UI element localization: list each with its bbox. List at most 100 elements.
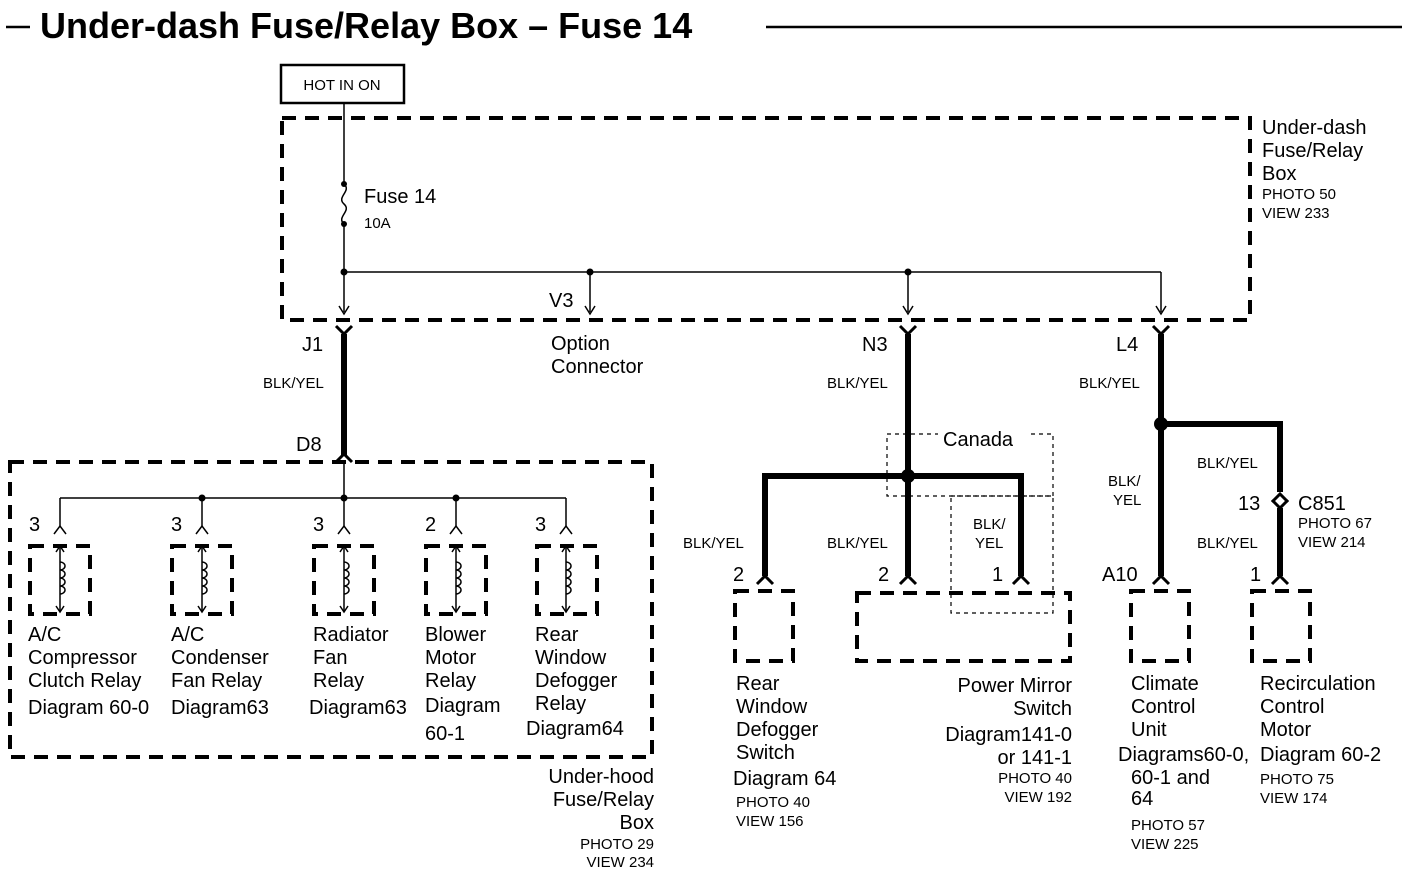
wire-climate-color-2: YEL <box>1113 492 1141 509</box>
relay-radiator-fan <box>312 498 376 616</box>
fuse-14-symbol <box>341 183 347 225</box>
terminal-l4: L4 <box>1116 334 1138 356</box>
climate-label-5: 60-1 and <box>1131 767 1210 789</box>
relay-5-label-1: Rear <box>535 624 579 646</box>
relay-3-label-1: Radiator <box>313 624 389 646</box>
relay-5-label-2: Window <box>535 647 607 669</box>
relay-4-label-3: Relay <box>425 670 476 692</box>
canada-region-bottom <box>950 495 1054 614</box>
wire-mirror-pin2-color: BLK/YEL <box>827 535 888 552</box>
mirror-photo: PHOTO 40 <box>998 770 1072 787</box>
mirror-view: VIEW 192 <box>1004 789 1072 806</box>
relay-2-label-3: Fan Relay <box>171 670 262 692</box>
relay-3-label-3: Relay <box>313 670 364 692</box>
recirculation-control-motor <box>1250 589 1312 663</box>
c851-name: C851 <box>1298 493 1346 515</box>
climate-view: VIEW 225 <box>1131 836 1199 853</box>
hot-in-on-box <box>279 63 406 105</box>
mirror-pin1-connector <box>1011 573 1031 586</box>
wire-mirror-pin1-color-1: BLK/ <box>973 516 1006 533</box>
relay-3-label-4: Diagram63 <box>309 697 407 719</box>
recirc-label-2: Control <box>1260 696 1324 718</box>
defog-switch-label-5: Diagram 64 <box>733 768 836 790</box>
defog-switch-label-4: Switch <box>736 742 795 764</box>
recirc-label-1: Recirculation <box>1260 673 1376 695</box>
j1-connector <box>334 324 354 337</box>
underhood-box-label-2: Fuse/Relay <box>553 789 654 811</box>
climate-label-3: Unit <box>1131 719 1167 741</box>
defog-switch-label-3: Defogger <box>736 719 819 741</box>
defog-switch-view: VIEW 156 <box>736 813 804 830</box>
c851-photo: PHOTO 67 <box>1298 515 1372 532</box>
defog-switch-pin: 2 <box>733 564 744 586</box>
relay-4-label-4: Diagram <box>425 695 501 717</box>
wire-c851-color: BLK/YEL <box>1197 455 1258 472</box>
recirc-view: VIEW 174 <box>1260 790 1328 807</box>
option-connector-label-2: Connector <box>551 356 644 378</box>
relay-5-label-3: Defogger <box>535 670 618 692</box>
relay-5-label-4: Relay <box>535 693 586 715</box>
defog-switch-connector <box>755 573 775 586</box>
mirror-label-3: Diagram141-0 <box>945 724 1072 746</box>
underdash-box-label-1: Under-dash <box>1262 117 1367 139</box>
relay-4-label-1: Blower <box>425 624 486 646</box>
defog-switch-label-1: Rear <box>736 673 780 695</box>
arrow-v3 <box>584 305 596 316</box>
defog-switch-photo: PHOTO 40 <box>736 794 810 811</box>
wire-canada-branch <box>762 473 1024 576</box>
fuse-name: Fuse 14 <box>364 186 436 208</box>
relay-5-label-5: Diagram64 <box>526 718 624 740</box>
diagram-title: Under-dash Fuse/Relay Box – Fuse 14 <box>40 5 692 46</box>
relay-ac-compressor <box>28 498 92 616</box>
terminal-a10: A10 <box>1102 564 1138 586</box>
c851-pin: 13 <box>1238 493 1260 515</box>
underhood-box-view: VIEW 234 <box>586 854 654 871</box>
mirror-pin-2: 2 <box>878 564 889 586</box>
wire-recirc-color: BLK/YEL <box>1197 535 1258 552</box>
relay-3-pin: 3 <box>313 514 324 536</box>
climate-label-6: 64 <box>1131 788 1153 810</box>
relay-2-label-2: Condenser <box>171 647 269 669</box>
l4-connector <box>1151 324 1171 337</box>
underdash-box-view: VIEW 233 <box>1262 205 1330 222</box>
rear-window-defogger-switch <box>733 589 795 663</box>
wire-j1-color: BLK/YEL <box>263 375 324 392</box>
terminal-v3: V3 <box>549 290 573 312</box>
mirror-label-1: Power Mirror <box>958 675 1073 697</box>
climate-label-4: Diagrams60-0, <box>1118 744 1249 766</box>
climate-connector <box>1151 573 1171 586</box>
c851-connector-bottom <box>1270 498 1290 511</box>
relay-3-label-2: Fan <box>313 647 347 669</box>
relay-rear-window-defogger <box>535 498 599 616</box>
relay-1-label-2: Compressor <box>28 647 137 669</box>
arrow-n3 <box>902 305 914 316</box>
n3-connector <box>898 324 918 337</box>
recirc-connector <box>1270 573 1290 586</box>
fuse-rating: 10A <box>364 215 391 232</box>
terminal-n3: N3 <box>862 334 888 356</box>
underhood-box-label-3: Box <box>620 812 654 834</box>
option-connector-label-1: Option <box>551 333 610 355</box>
climate-label-1: Climate <box>1131 673 1199 695</box>
relay-blower-motor <box>424 498 488 616</box>
terminal-d8: D8 <box>296 434 322 456</box>
recirc-pin: 1 <box>1250 564 1261 586</box>
climate-control-unit <box>1129 589 1191 663</box>
underhood-box-photo: PHOTO 29 <box>580 836 654 853</box>
canada-label-bg <box>938 425 1028 451</box>
mirror-pin-1: 1 <box>992 564 1003 586</box>
mirror-label-2: Switch <box>1013 698 1072 720</box>
c851-connector-top <box>1270 491 1290 504</box>
wire-mirror-pin1-color-2: YEL <box>975 535 1003 552</box>
underdash-box-photo: PHOTO 50 <box>1262 186 1336 203</box>
arrow-j1 <box>338 305 350 316</box>
relay-4-label-5: 60-1 <box>425 723 465 745</box>
relay-2-label-4: Diagram63 <box>171 697 269 719</box>
wire-climate-color-1: BLK/ <box>1108 473 1141 490</box>
relay-ac-condenser-fan <box>170 498 234 616</box>
c851-view: VIEW 214 <box>1298 534 1366 551</box>
mirror-pin2-connector <box>898 573 918 586</box>
relay-5-pin: 3 <box>535 514 546 536</box>
underhood-fuse-relay-box <box>8 460 654 759</box>
